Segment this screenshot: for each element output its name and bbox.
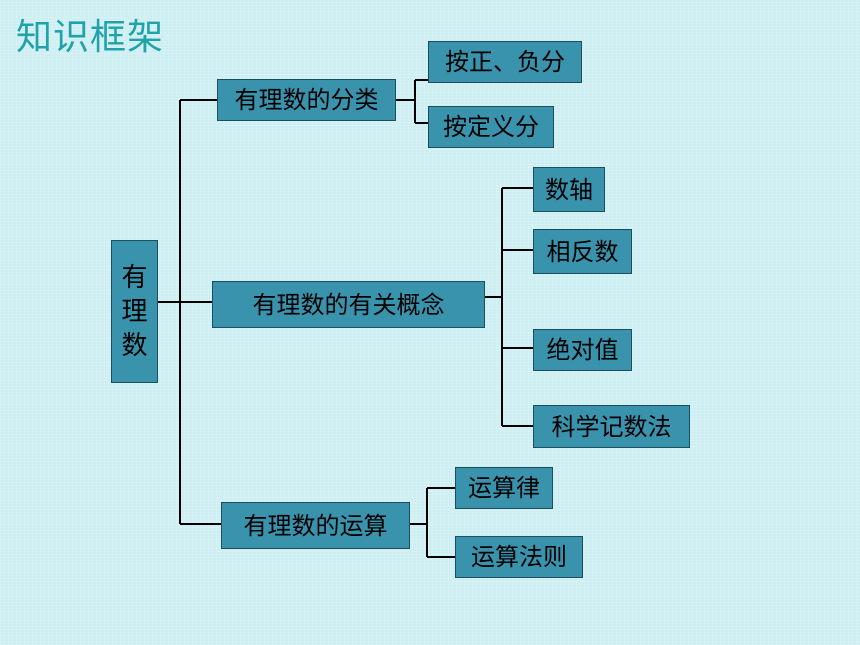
- root-char: 有: [121, 262, 148, 293]
- branch-classification: 有理数的分类: [217, 79, 396, 121]
- root-char: 理: [121, 296, 148, 327]
- leaf-scientific-notation: 科学记数法: [533, 405, 690, 448]
- root-node: 有 理 数: [111, 240, 158, 383]
- leaf-by-definition: 按定义分: [428, 106, 554, 148]
- root-char: 数: [121, 330, 148, 361]
- leaf-operation-laws: 运算律: [455, 467, 553, 509]
- leaf-opposite-number: 相反数: [533, 229, 632, 274]
- page-title: 知识框架: [16, 17, 165, 58]
- leaf-number-line: 数轴: [533, 167, 605, 212]
- leaf-operation-rules: 运算法则: [455, 536, 583, 578]
- leaf-by-sign: 按正、负分: [428, 41, 582, 83]
- branch-operations: 有理数的运算: [221, 502, 410, 549]
- leaf-absolute-value: 绝对值: [533, 329, 632, 371]
- branch-concepts: 有理数的有关概念: [212, 281, 485, 328]
